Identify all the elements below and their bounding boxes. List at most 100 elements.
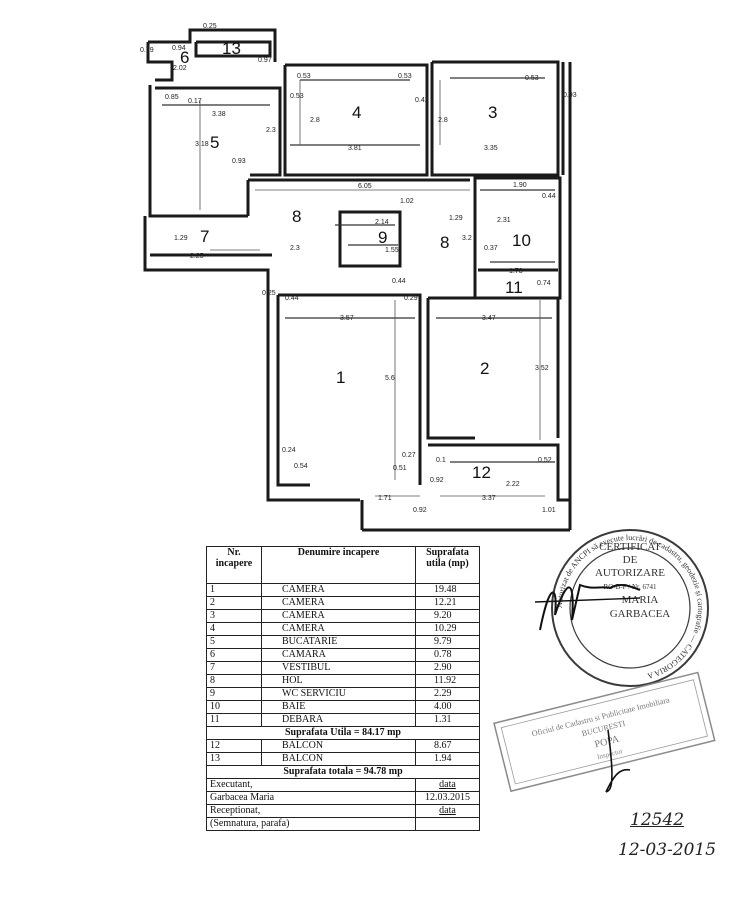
dim-label: 0.53 — [525, 75, 539, 82]
inspector-signature — [605, 729, 631, 793]
dim-label: 0.85 — [165, 94, 179, 101]
stamp-line: AUTORIZARE — [595, 567, 665, 579]
dim-label: 2.25 — [190, 253, 204, 260]
room-8-label-right: 8 — [440, 233, 449, 252]
dimension-labels: 0.25 0.94 0.97 0.79 2.02 0.85 0.17 3.38 … — [140, 23, 577, 514]
room-13-label: 13 — [222, 39, 241, 58]
stamp-line: GARBACEA — [610, 608, 671, 620]
cell-name: BALCON — [261, 752, 416, 766]
cell-nr: 6 — [206, 648, 262, 662]
cell-area: 4.00 — [415, 700, 480, 714]
room-7-label: 7 — [200, 227, 209, 246]
dim-label: 0.93 — [563, 92, 577, 99]
subtotal-text: Suprafata Utila = 84.17 mp — [206, 726, 480, 740]
cell-name: DEBARA — [261, 713, 416, 727]
stamp-line: MARIA — [622, 594, 659, 606]
cell-area: 0.78 — [415, 648, 480, 662]
dim-label: 3.37 — [482, 495, 496, 502]
cell-area: 10.29 — [415, 622, 480, 636]
footer-row: Executant,data — [206, 778, 480, 792]
dim-label: 3.18 — [195, 141, 209, 148]
dim-label: 1.71 — [378, 495, 392, 502]
cell-area: 2.90 — [415, 661, 480, 675]
cell-name: VESTIBUL — [261, 661, 416, 675]
plan-walls — [143, 28, 572, 532]
cell-nr: 8 — [206, 674, 262, 688]
cell-nr: 1 — [206, 583, 262, 597]
dim-label: 1.55 — [385, 247, 399, 254]
cell-name: BUCATARIE — [261, 635, 416, 649]
footer-row: (Semnatura, parafa) — [206, 817, 480, 831]
dim-label: 1.01 — [542, 507, 556, 514]
header-name: Denumire incapere — [261, 546, 416, 584]
cell-area: 9.79 — [415, 635, 480, 649]
dim-label: 3.47 — [482, 315, 496, 322]
room-2-label: 2 — [480, 359, 489, 378]
header-area: Suprafata utila (mp) — [415, 546, 480, 584]
cell-name: CAMERA — [261, 583, 416, 597]
cell-nr: 4 — [206, 622, 262, 636]
dim-label: 0.44 — [542, 193, 556, 200]
stamp-line: CERTIFICAT — [599, 541, 661, 553]
handwritten-number: 12542 — [630, 810, 685, 830]
total-row: Suprafata totala = 94.78 mp — [206, 765, 480, 779]
dim-label: 0.42 — [415, 97, 429, 104]
signature-mark — [534, 583, 641, 631]
dim-label: 1.29 — [449, 215, 463, 222]
footer-value: 12.03.2015 — [415, 791, 480, 805]
room-8-label-left: 8 — [292, 207, 301, 226]
cell-name: CAMARA — [261, 648, 416, 662]
room-5-label: 5 — [210, 133, 219, 152]
dim-label: 0.54 — [294, 463, 308, 470]
dim-label: 1.29 — [174, 235, 188, 242]
stamp-line: DE — [623, 554, 638, 566]
room-12-label: 12 — [472, 463, 491, 482]
dim-label: 1.02 — [400, 198, 414, 205]
dim-label: 3.52 — [535, 365, 549, 372]
cell-name: BAIE — [261, 700, 416, 714]
dim-label: 3.2 — [462, 235, 472, 242]
dim-label: 0.17 — [188, 98, 202, 105]
plan-inner-lines — [162, 77, 555, 497]
footer-label: (Semnatura, parafa) — [206, 817, 416, 831]
cell-name: HOL — [261, 674, 416, 688]
cell-area: 9.20 — [415, 609, 480, 623]
room-area-table: Nr. incapere Denumire incapere Suprafata… — [206, 546, 480, 831]
room-6-label: 6 — [180, 48, 189, 67]
room-4-label: 4 — [352, 103, 361, 122]
header-nr: Nr. incapere — [206, 546, 262, 584]
dim-label: 2.31 — [497, 217, 511, 224]
cell-nr: 2 — [206, 596, 262, 610]
room-11-label: 11 — [505, 278, 523, 297]
dim-label: 0.37 — [484, 245, 498, 252]
footer-label: Receptionat, — [206, 804, 416, 818]
dim-label: 0.25 — [203, 23, 217, 30]
footer-label: Executant, — [206, 778, 416, 792]
dim-label: 3.57 — [340, 315, 354, 322]
floor-plan: 13 6 5 4 3 8 8 7 9 10 11 1 2 12 0.25 0.9… — [140, 23, 577, 532]
dim-label: 2.8 — [438, 117, 448, 124]
cell-area: 2.29 — [415, 687, 480, 701]
dim-label: 0.44 — [392, 278, 406, 285]
table-header-row: Nr. incapere Denumire incapere Suprafata… — [206, 546, 480, 584]
subtotal-row: Suprafata Utila = 84.17 mp — [206, 726, 480, 740]
cell-nr: 9 — [206, 687, 262, 701]
footer-value: data — [415, 804, 480, 818]
cell-nr: 5 — [206, 635, 262, 649]
cell-area: 11.92 — [415, 674, 480, 688]
dim-label: 0.94 — [172, 45, 186, 52]
room-1-label: 1 — [336, 368, 345, 387]
handwritten-date: 12-03-2015 — [618, 840, 717, 860]
cell-area: 1.94 — [415, 752, 480, 766]
